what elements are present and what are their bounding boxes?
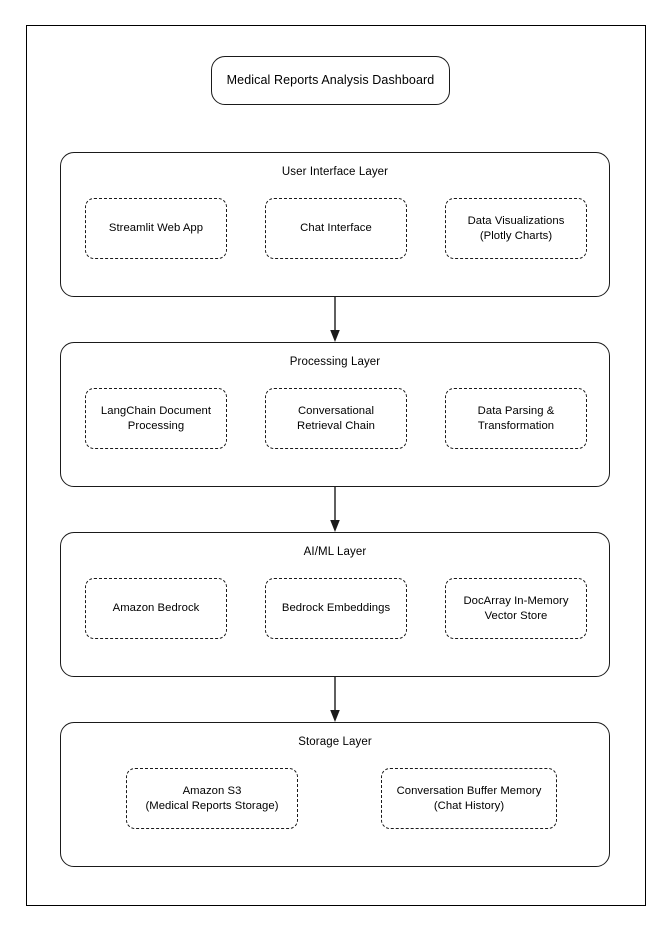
component-streamlit-web-app: Streamlit Web App [85, 198, 227, 259]
layer-title-processing: Processing Layer [289, 356, 381, 368]
layer-ai-ml: AI/ML Layer Amazon Bedrock Bedrock Embed… [60, 532, 610, 677]
layer-title-user-interface: User Interface Layer [281, 166, 389, 178]
component-data-visualizations: Data Visualizations(Plotly Charts) [445, 198, 587, 259]
layer-storage: Storage Layer Amazon S3(Medical Reports … [60, 722, 610, 867]
component-amazon-bedrock: Amazon Bedrock [85, 578, 227, 639]
component-label: Conversation Buffer Memory(Chat History) [396, 784, 542, 812]
component-label: Amazon Bedrock [112, 602, 200, 615]
component-conversation-buffer-memory: Conversation Buffer Memory(Chat History) [381, 768, 557, 829]
component-amazon-s3: Amazon S3(Medical Reports Storage) [126, 768, 298, 829]
connector-processing-to-aiml [324, 487, 346, 533]
layer-user-interface: User Interface Layer Streamlit Web App C… [60, 152, 610, 297]
component-bedrock-embeddings: Bedrock Embeddings [265, 578, 407, 639]
component-chat-interface: Chat Interface [265, 198, 407, 259]
component-label: Chat Interface [300, 222, 372, 235]
connector-ui-to-processing [324, 297, 346, 343]
component-label: Bedrock Embeddings [281, 602, 391, 615]
component-label: Data Parsing &Transformation [477, 404, 555, 432]
component-data-parsing-transformation: Data Parsing &Transformation [445, 388, 587, 449]
layer-title-ai-ml: AI/ML Layer [303, 546, 367, 558]
component-label: Data Visualizations(Plotly Charts) [467, 214, 565, 242]
layer-title-storage: Storage Layer [298, 736, 372, 748]
diagram-title-label: Medical Reports Analysis Dashboard [226, 72, 435, 87]
component-label: Amazon S3(Medical Reports Storage) [145, 784, 279, 812]
diagram-title-box: Medical Reports Analysis Dashboard [211, 56, 450, 105]
component-label: Streamlit Web App [108, 222, 204, 235]
connector-aiml-to-storage [324, 677, 346, 723]
